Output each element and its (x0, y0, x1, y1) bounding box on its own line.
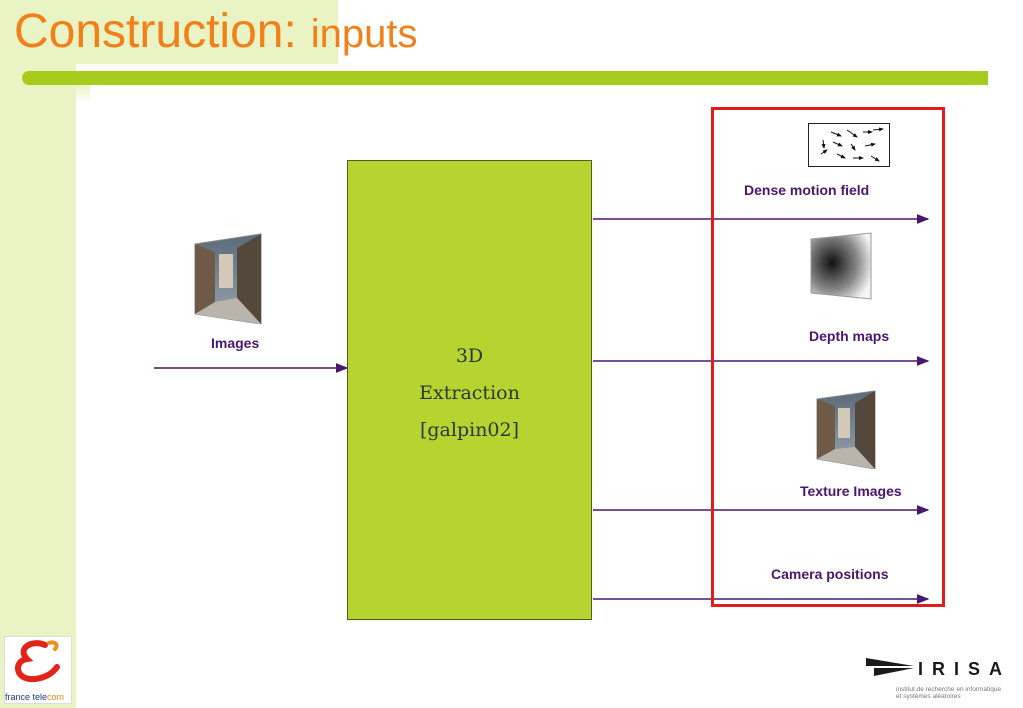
irisa-tagline-1: institut de recherche en informatique (896, 686, 1002, 693)
input-label-images: Images (211, 335, 260, 351)
extraction-process-box (347, 160, 592, 620)
input-image-thumbnail (194, 233, 262, 324)
title-main: Construction: (14, 5, 297, 58)
france-telecom-logo (4, 636, 72, 704)
irisa-logo-mark (866, 658, 914, 676)
title-subtitle: inputs (310, 12, 418, 56)
divider-shadow (76, 85, 90, 103)
ft-caption-b: com (47, 692, 65, 702)
motion-field-icon (808, 123, 890, 167)
irisa-name: IRISA (918, 659, 1012, 679)
extraction-label: 3D Extraction [galpin02] (347, 338, 592, 449)
ft-caption-a: france tele (5, 692, 48, 702)
irisa-tagline-2: et systèmes aléatoires (896, 693, 961, 700)
title-band (0, 0, 338, 64)
process-line-2: Extraction (419, 382, 520, 404)
texture-image-thumbnail (816, 390, 876, 469)
irisa-tagline: institut de recherche en informatique et… (896, 686, 1001, 700)
output-label-texture: Texture Images (800, 483, 902, 499)
output-label-motion: Dense motion field (744, 182, 870, 198)
process-line-3: [galpin02] (419, 419, 520, 441)
output-label-camera: Camera positions (771, 566, 889, 582)
outputs-highlight-frame (711, 107, 945, 607)
output-label-depth: Depth maps (809, 328, 890, 344)
process-line-1: 3D (455, 345, 484, 367)
depth-map-thumbnail (810, 232, 872, 300)
header-divider-bar (22, 71, 988, 85)
slide-title: Construction: inputs (14, 4, 418, 59)
france-telecom-caption: france telecom (5, 692, 64, 702)
left-decor-strip (0, 0, 76, 708)
